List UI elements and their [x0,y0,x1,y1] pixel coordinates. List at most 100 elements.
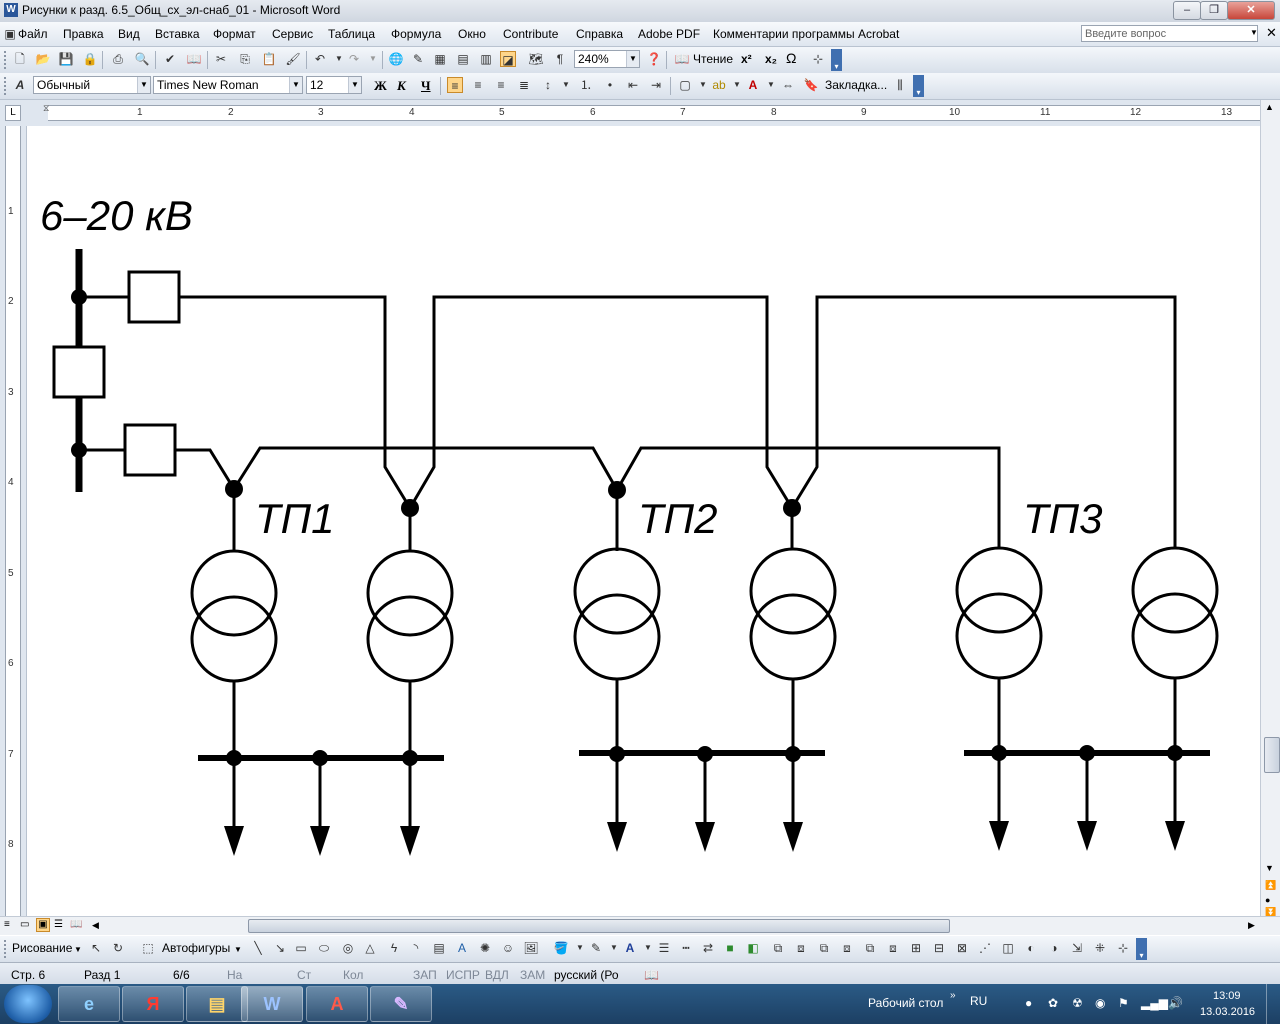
fill-color-icon[interactable]: 🪣 [553,941,569,955]
numbering-icon[interactable]: ⒈ [579,78,592,92]
document-map-icon[interactable]: 🗺 [528,52,544,66]
oval-tool-icon[interactable]: ⬭ [318,941,330,955]
ask-question-input[interactable]: Введите вопрос [1081,25,1258,42]
align-left-icon[interactable]: ≡ [447,77,463,93]
distribute-icon[interactable]: ⊟ [933,941,945,955]
tray-alert-icon[interactable]: ● [1025,996,1033,1010]
menu-view[interactable]: Вид [118,27,140,41]
edit-points-icon[interactable]: ⋰ [979,941,991,955]
new-document-icon[interactable]: 🗋 [15,52,25,66]
desktop-toolbar-label[interactable]: Рабочий стол [868,996,944,1010]
zoom-select[interactable]: 240% ▼ [574,50,640,68]
dash-style-icon[interactable]: ┅ [682,941,690,955]
print-layout-icon[interactable]: ▣ [36,918,50,932]
undo-dropdown-icon[interactable]: ▼ [335,54,343,63]
freeform-tool-icon[interactable]: ϟ [390,941,398,955]
highlight-icon[interactable]: ab [712,78,726,92]
bullets-icon[interactable]: • [607,78,613,92]
spelling-icon[interactable]: ✔ [164,52,176,66]
font-select[interactable]: Times New Roman ▼ [153,76,303,94]
browse-object-icon[interactable]: ● [1265,895,1271,905]
font-color-dropdown-icon[interactable]: ▼ [644,943,652,952]
restore-button[interactable]: ❐ [1200,1,1228,20]
hyperlink-icon[interactable]: 🌐 [388,52,404,66]
line-style-icon[interactable]: ☰ [658,941,670,955]
horizontal-ruler[interactable]: L ⧖ 1 2 3 4 5 6 7 8 9 10 11 12 13 [0,100,1280,127]
cut-icon[interactable]: ✂ [215,52,227,66]
front-icon[interactable]: ⧉ [865,941,875,955]
chevron-down-icon[interactable]: ▼ [289,77,302,93]
next-page-icon[interactable]: ⏬ [1265,907,1277,917]
status-record[interactable]: ЗАП [413,968,437,982]
ie-taskbar-button[interactable]: e [58,986,120,1022]
paste-icon[interactable]: 📋 [261,52,277,66]
chevron-down-icon[interactable]: ▼ [626,51,639,67]
volume-icon[interactable]: 🔊 [1168,996,1183,1010]
toolbar-grip[interactable] [4,940,10,958]
line-spacing-dropdown-icon[interactable]: ▼ [562,80,570,89]
menu-file[interactable]: Файл [18,27,48,41]
scroll-up-icon[interactable]: ▲ [1265,102,1274,112]
borders-icon[interactable]: ▢ [679,78,691,92]
scroll-right-icon[interactable]: ▶ [1248,920,1255,930]
word-app-icon[interactable]: W [4,3,18,17]
subscript-icon[interactable]: x₂ [765,52,778,66]
show-desktop-button[interactable] [1266,984,1280,1024]
decrease-indent-icon[interactable]: ⇤ [627,78,639,92]
arrow-style-icon[interactable]: ⇄ [702,941,714,955]
help-icon[interactable]: ❓ [646,52,662,66]
toolbar-options-icon[interactable]: ⊹ [812,52,824,66]
circle-tool-icon[interactable]: ◎ [342,941,354,955]
menu-table[interactable]: Таблица [328,27,376,41]
arrow-tool-icon[interactable]: ↘ [274,941,286,955]
normal-view-icon[interactable]: ≡ [4,919,10,930]
status-track-changes[interactable]: ИСПР [446,968,480,982]
chevron-right-icon[interactable]: » [950,990,956,1001]
outline-view-icon[interactable]: ☰ [54,919,63,930]
columns-icon[interactable]: ▥ [480,52,492,66]
ungroup-icon[interactable]: ⧈ [797,941,805,955]
character-scale-icon[interactable]: ⇔ [782,78,794,92]
back-icon[interactable]: ⧈ [889,941,897,955]
vertical-scroll-thumb[interactable] [1264,737,1280,773]
menu-tools[interactable]: Сервис [272,27,314,41]
menu-window[interactable]: Окно [458,27,486,41]
redo-icon[interactable]: ↷ [348,52,360,66]
scroll-left-icon[interactable]: ◀ [92,920,99,930]
nudge-icon[interactable]: ⇲ [1071,941,1083,955]
drawing-toggle-icon[interactable]: ◪ [500,51,516,67]
increase-indent-icon[interactable]: ⇥ [650,78,662,92]
toolbar-options-icon[interactable]: ⊹ [1117,941,1129,955]
document-menu-icon[interactable]: ▣ [4,27,16,41]
textbox-icon[interactable]: ▤ [433,941,445,955]
acrobat-taskbar-button[interactable]: A [306,986,368,1022]
toolbar-overflow-icon[interactable]: ▾ [913,75,924,97]
borders-dropdown-icon[interactable]: ▼ [699,80,707,89]
arc-tool-icon[interactable]: ◝ [413,941,419,955]
reading-icon[interactable]: 📖 [674,52,690,66]
horizontal-scroll-thumb[interactable] [248,919,950,933]
start-button[interactable] [4,985,52,1023]
paragraph-settings-icon[interactable]: ⫼ [897,78,903,92]
word-taskbar-button[interactable]: W [241,986,303,1022]
diagram-icon[interactable]: ✺ [479,941,491,955]
tab-selector[interactable]: L [5,105,21,121]
close-document-icon[interactable]: ✕ [1266,25,1277,40]
group-icon[interactable]: ⧉ [773,941,783,955]
font-color-icon[interactable]: A [748,78,758,92]
menu-adobe-pdf[interactable]: Adobe PDF [638,27,701,41]
autoshapes-icon[interactable]: ⬚ [142,941,154,955]
highlight-dropdown-icon[interactable]: ▼ [733,80,741,89]
rotate-left-icon[interactable]: ◐ [1027,941,1035,955]
save-icon[interactable]: 💾 [58,52,74,66]
toolbar-overflow-icon[interactable]: ▾ [831,49,842,71]
menu-acrobat-comments[interactable]: Комментарии программы Acrobat [713,27,900,41]
font-size-select[interactable]: 12 ▼ [306,76,362,94]
justify-icon[interactable]: ≣ [518,78,530,92]
action-center-flag-icon[interactable]: ⚑ [1118,996,1129,1010]
undo-icon[interactable]: ↶ [314,52,326,66]
menu-edit[interactable]: Правка [63,27,104,41]
rotate-icon[interactable]: ↻ [112,941,124,955]
rectangle-tool-icon[interactable]: ▭ [295,941,307,955]
tray-app-icon[interactable]: ✿ [1048,996,1059,1010]
